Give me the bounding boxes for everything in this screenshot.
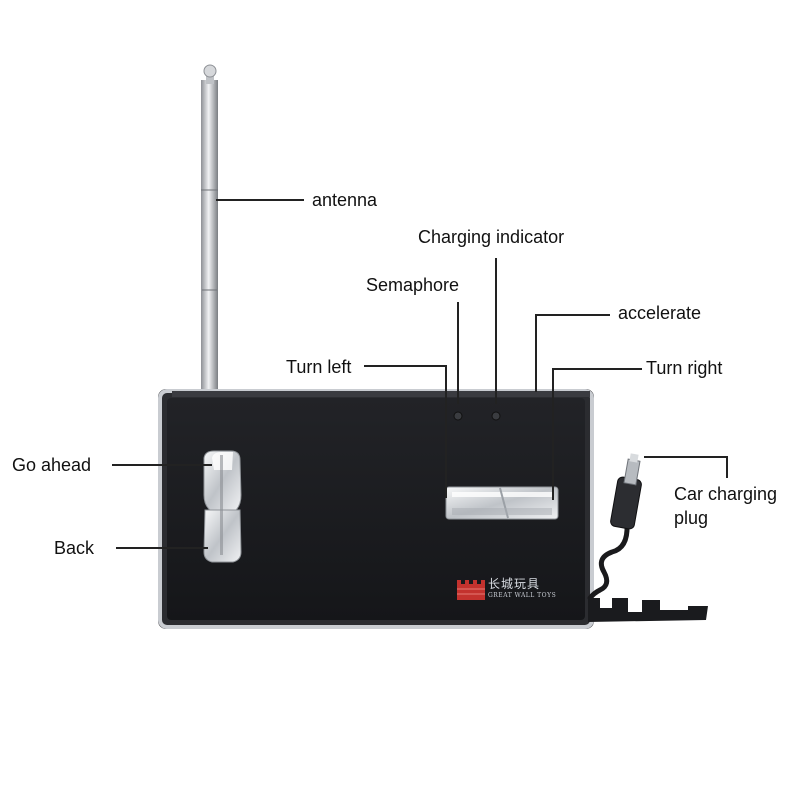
car-charging-plug-leader-line [644,457,727,478]
accelerate-leader-line [536,315,610,392]
steering-lever[interactable] [446,487,558,519]
forward-back-lever[interactable] [204,451,241,562]
semaphore-led [454,412,462,420]
turn-left-label: Turn left [286,356,351,378]
antenna-label: antenna [312,189,377,211]
brand-english-text: GREAT WALL TOYS [488,592,556,599]
back-label: Back [54,537,94,559]
base-tray [588,598,708,622]
go-ahead-label: Go ahead [12,454,91,476]
accelerate-label: accelerate [618,302,701,324]
semaphore-label: Semaphore [366,274,459,296]
turn-right-label: Turn right [646,357,722,379]
charging-indicator-led [492,412,500,420]
brand-chinese-text: 长城玩具 [488,575,540,592]
antenna-rod [201,65,218,394]
car-charging-plug-label: Car charging plug [674,482,784,530]
charging-indicator-label: Charging indicator [418,226,564,248]
car-charging-plug[interactable] [590,453,642,598]
